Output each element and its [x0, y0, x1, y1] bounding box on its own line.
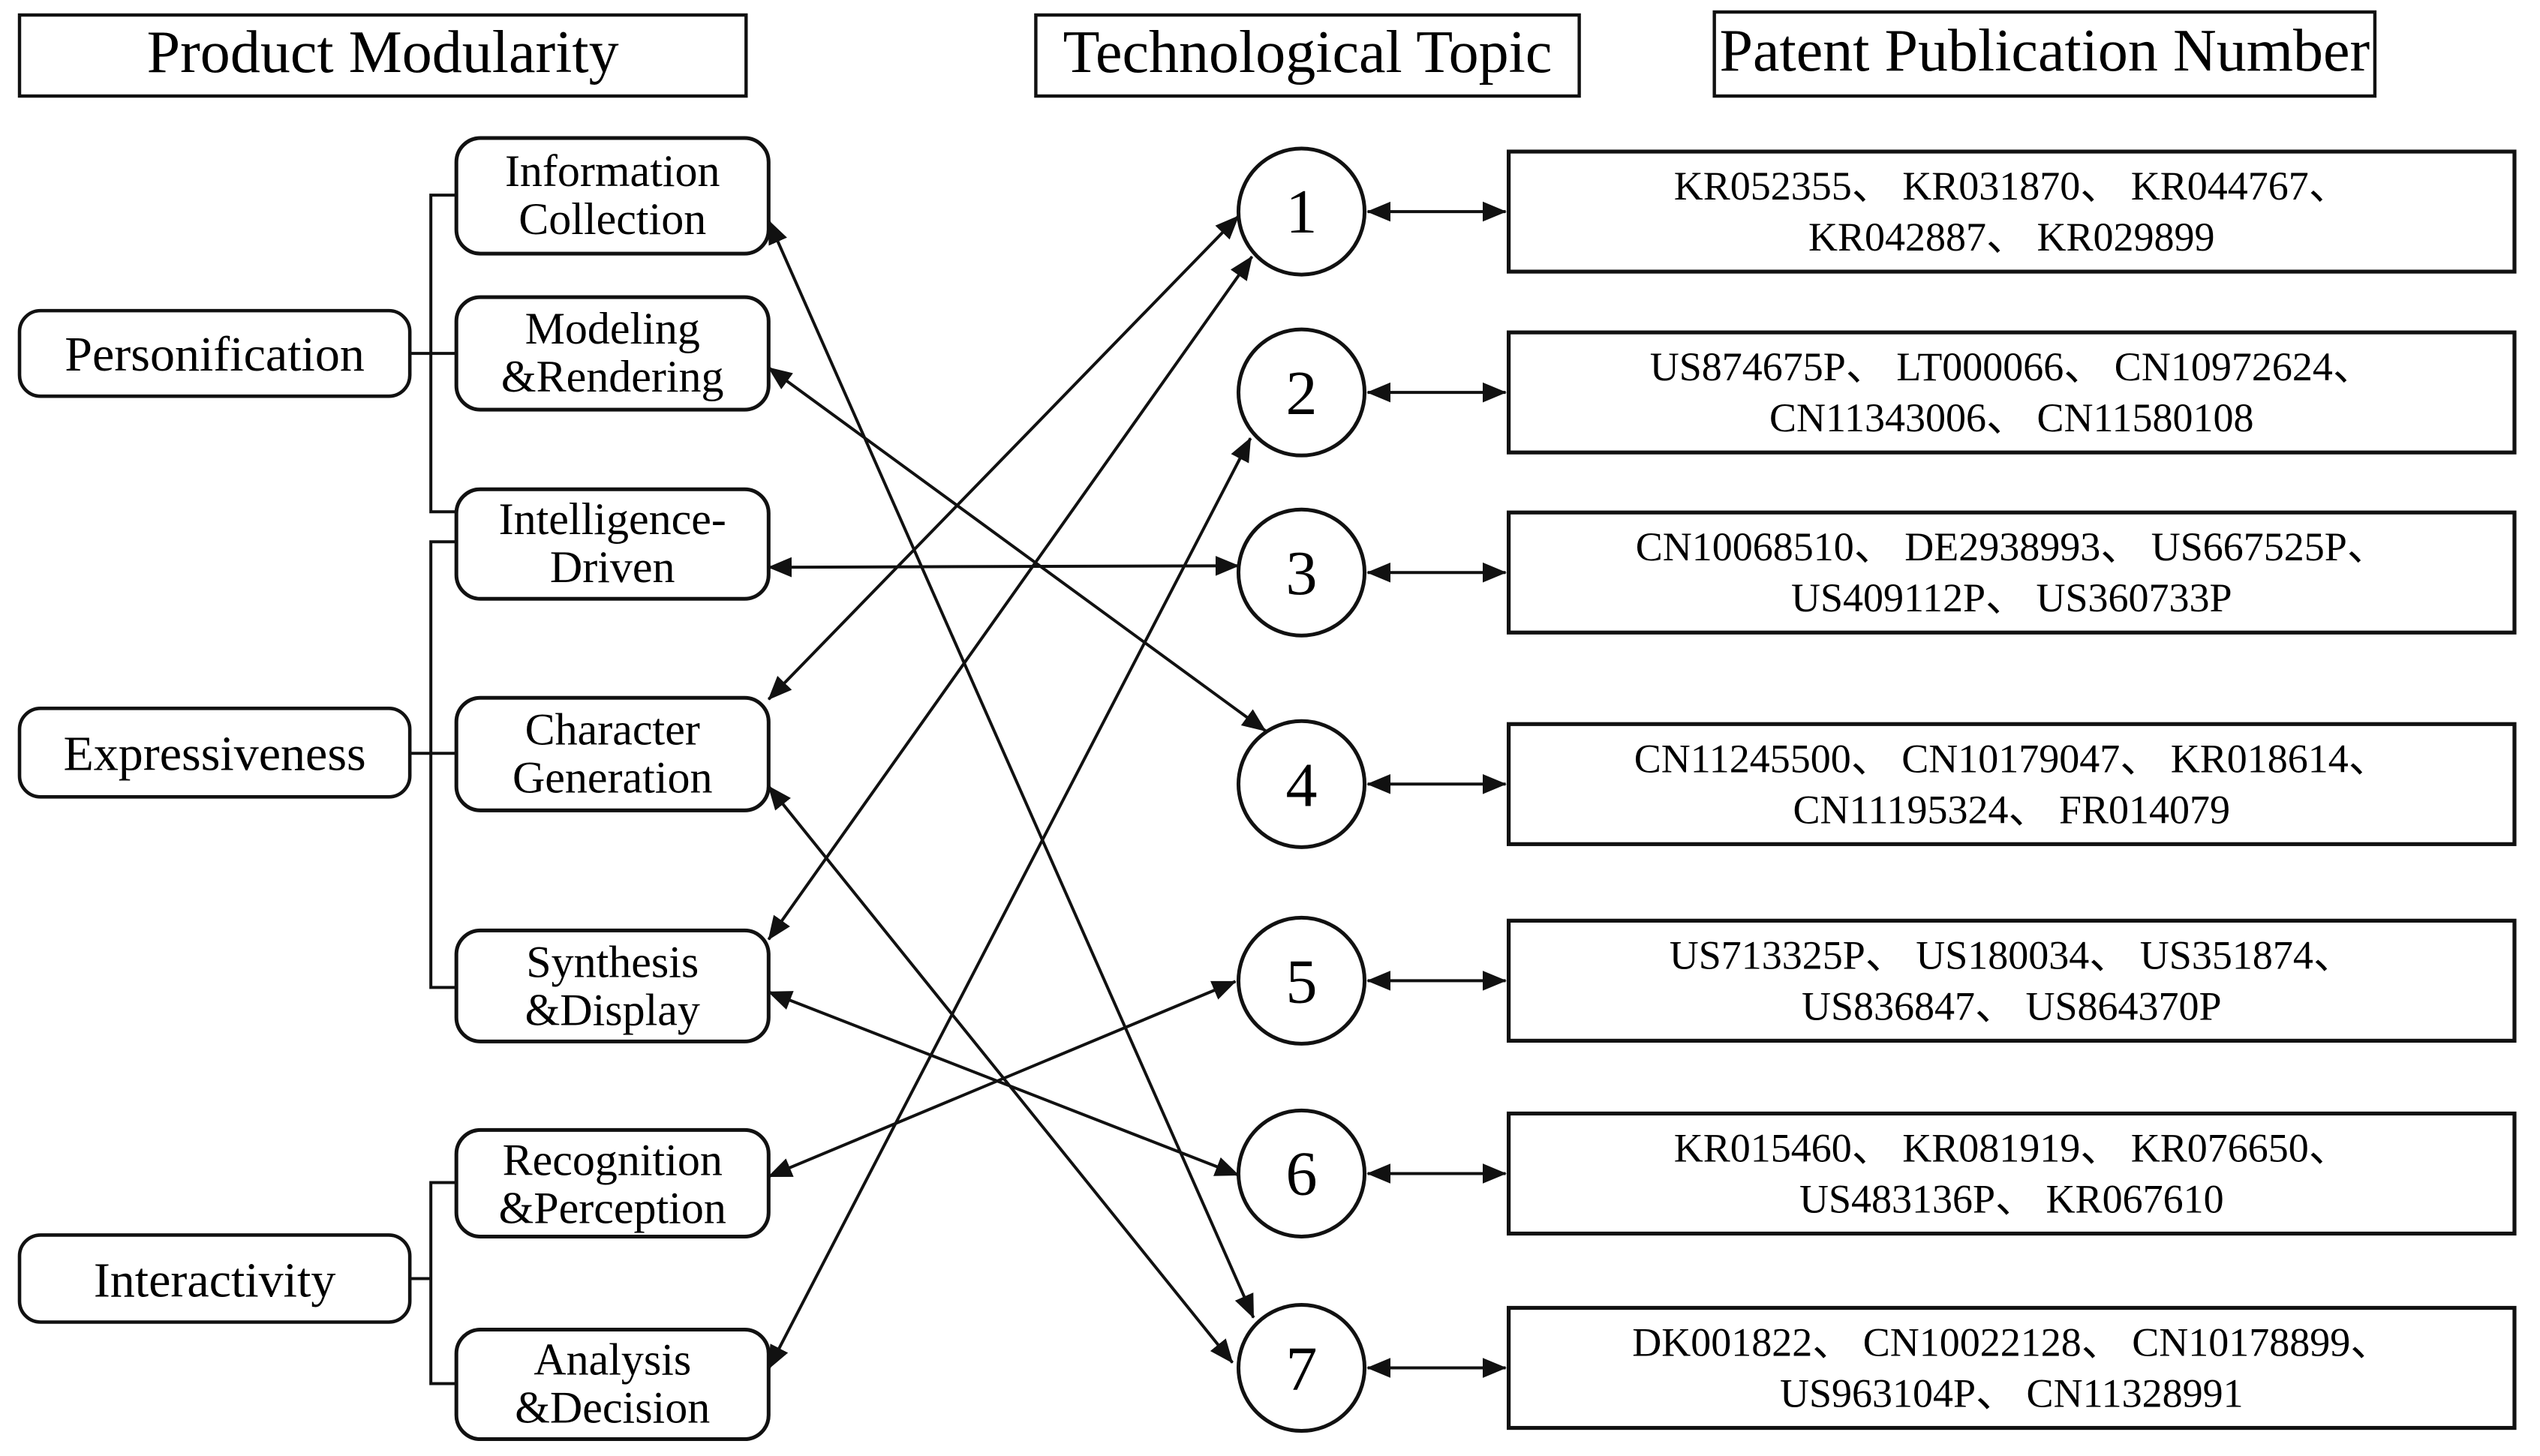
- module-label-driven: Driven: [550, 542, 675, 592]
- link-analysis-decision-topic-2: [768, 438, 1250, 1368]
- module-boxes: Information Collection Modeling &Renderi…: [456, 138, 768, 1439]
- topic-number-6: 6: [1286, 1139, 1318, 1208]
- patent-list-7-line1: DK001822、 CN10022128、 CN10178899、: [1632, 1320, 2391, 1365]
- topic-number-3: 3: [1286, 539, 1318, 608]
- topic-patent-arrows: [1368, 212, 1506, 1367]
- module-label-synthesis: Synthesis: [526, 937, 699, 986]
- category-label-interactivity: Interactivity: [94, 1253, 336, 1308]
- column-headers: Product Modularity Technological Topic P…: [20, 12, 2375, 96]
- module-label-perception: &Perception: [499, 1183, 726, 1232]
- patent-list-2-line1: US874675P、 LT000066、 CN10972624、: [1650, 344, 2373, 389]
- link-modeling-rendering-topic-4: [768, 368, 1265, 731]
- patent-list-4-line2: CN11195324、 FR014079: [1793, 787, 2231, 832]
- patent-boxes: KR052355、 KR031870、 KR044767、 KR042887、 …: [1509, 152, 2514, 1427]
- patent-list-1-line1: KR052355、 KR031870、 KR044767、: [1674, 164, 2349, 209]
- trunk-interactivity: [431, 1182, 456, 1383]
- module-label-information: Information: [505, 146, 720, 196]
- module-label-generation: Generation: [513, 752, 713, 802]
- patent-list-1-line2: KR042887、 KR029899: [1808, 215, 2215, 260]
- module-label-decision: &Decision: [515, 1383, 710, 1433]
- category-boxes: Personification Expressiveness Interacti…: [20, 311, 410, 1322]
- module-label-intelligence: Intelligence-: [499, 494, 726, 544]
- topic-number-7: 7: [1286, 1334, 1318, 1404]
- module-label-collection: Collection: [519, 194, 706, 244]
- header-technological-topic: Technological Topic: [1063, 20, 1553, 86]
- topic-number-4: 4: [1286, 750, 1318, 820]
- module-label-analysis: Analysis: [534, 1335, 691, 1385]
- module-label-recognition: Recognition: [503, 1135, 723, 1184]
- header-product-modularity: Product Modularity: [147, 20, 619, 86]
- patent-list-6-line2: US483136P、 KR067610: [1799, 1176, 2224, 1221]
- patent-list-3-line2: US409112P、 US360733P: [1791, 575, 2232, 620]
- topic-number-2: 2: [1286, 359, 1318, 428]
- patent-list-5-line2: US836847、 US864370P: [1802, 983, 2222, 1028]
- link-character-generation-topic-1: [768, 216, 1238, 699]
- hierarchy-connectors: [410, 195, 456, 1383]
- topic-number-5: 5: [1286, 947, 1318, 1016]
- patent-list-5-line1: US713325P、 US180034、 US351874、: [1670, 932, 2354, 977]
- patent-list-4-line1: CN11245500、 CN10179047、 KR018614、: [1634, 736, 2389, 781]
- header-patent-publication-number: Patent Publication Number: [1719, 18, 2370, 84]
- category-label-expressiveness: Expressiveness: [63, 726, 365, 781]
- topic-circles: 1 2 3 4 5 6 7: [1238, 149, 1364, 1430]
- module-label-modeling: Modeling: [525, 304, 700, 353]
- link-intelligence-driven-topic-3: [768, 566, 1238, 567]
- topic-number-1: 1: [1286, 177, 1318, 247]
- link-synthesis-display-topic-1: [768, 257, 1252, 939]
- patent-list-3-line1: CN10068510、 DE2938993、 US667525P、: [1636, 524, 2388, 569]
- module-label-character: Character: [525, 704, 700, 754]
- patent-list-2-line2: CN11343006、 CN11580108: [1769, 395, 2254, 440]
- category-label-personification: Personification: [65, 327, 365, 382]
- module-label-display: &Display: [525, 985, 700, 1034]
- module-topic-links: [768, 216, 1265, 1368]
- patent-list-6-line1: KR015460、 KR081919、 KR076650、: [1674, 1125, 2349, 1170]
- module-label-rendering: &Rendering: [501, 352, 724, 401]
- trunk-expressiveness: [431, 542, 456, 987]
- link-character-generation-topic-7: [768, 786, 1232, 1362]
- patent-list-7-line2: US963104P、 CN11328991: [1780, 1371, 2244, 1416]
